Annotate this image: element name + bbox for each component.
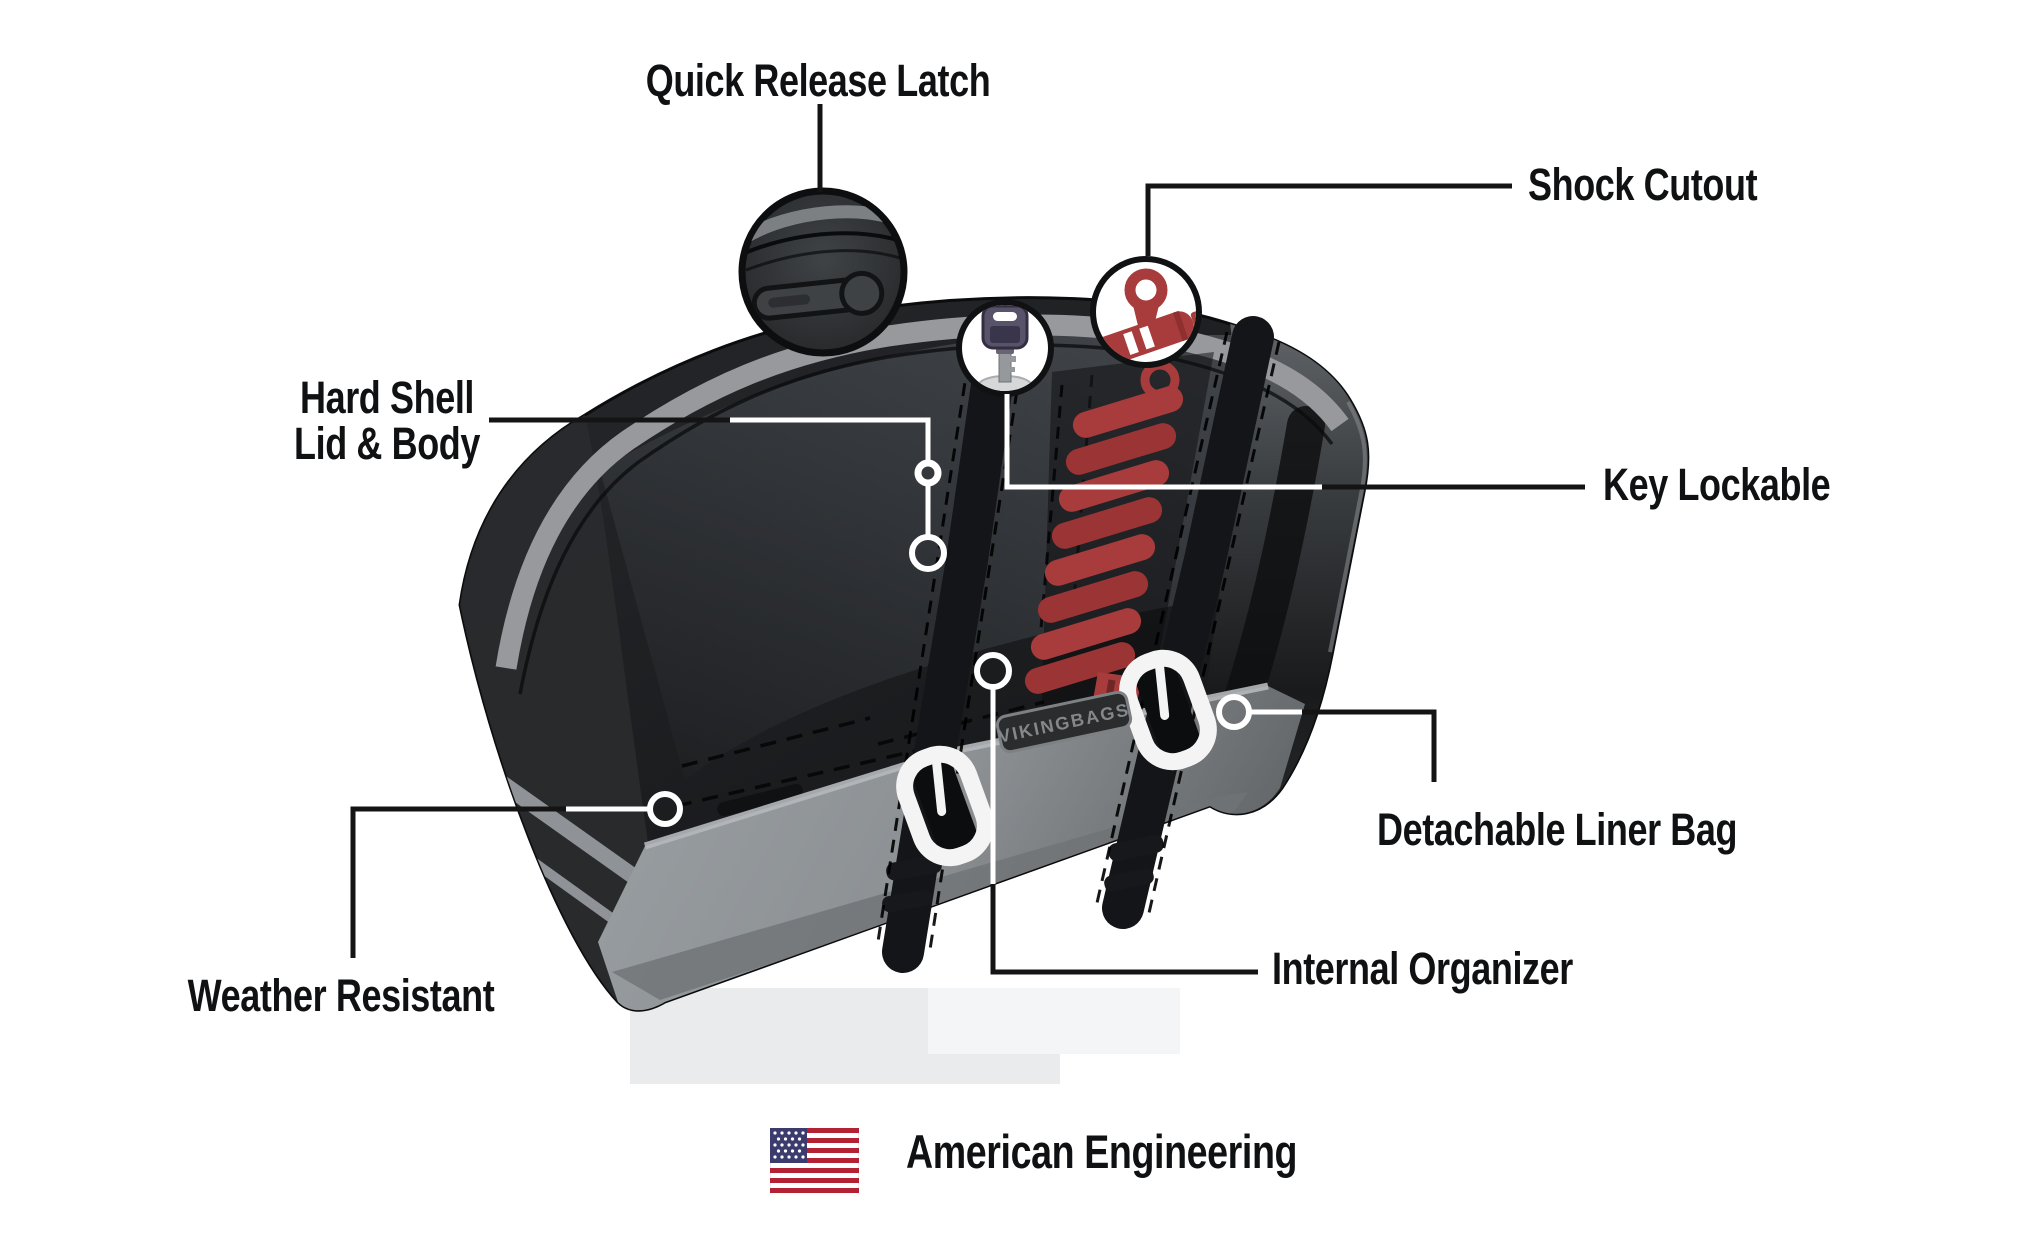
weather-resistant-ring <box>647 791 683 827</box>
hard-shell-body-ring <box>909 534 947 572</box>
key-icon <box>956 299 1054 397</box>
right-edge-highlight <box>1328 401 1367 653</box>
shock-cutout-line <box>1145 183 1512 256</box>
label-quick-release-latch: Quick Release Latch <box>645 55 991 107</box>
label-key-lockable: Key Lockable <box>1603 459 1831 511</box>
label-hard-shell-line2: Lid & Body <box>294 418 480 469</box>
us-flag-icon <box>769 1127 860 1194</box>
hard-shell-lid-ring <box>914 459 942 487</box>
callout-lines-black <box>350 104 1585 975</box>
label-hard-shell-lid-body: Hard Shell Lid & Body <box>294 375 480 467</box>
hard-shell-line-on-bag <box>730 417 931 461</box>
buckle <box>1119 649 1217 771</box>
label-internal-organizer: Internal Organizer <box>1272 943 1573 995</box>
lid-seam-line <box>518 343 1334 695</box>
callout-rings <box>647 459 1252 827</box>
internal-organizer-line <box>990 884 1258 975</box>
quick-release-latch-zoom-icon <box>738 187 908 357</box>
label-weather-resistant: Weather Resistant <box>187 970 495 1022</box>
label-detachable-liner-bag: Detachable Liner Bag <box>1377 804 1738 856</box>
shock-absorber-icon <box>1090 256 1202 368</box>
key-lockable-line-on-bag <box>1004 394 1322 490</box>
detachable-liner-line <box>1302 709 1437 782</box>
left-panel-stripe <box>484 768 658 896</box>
label-american-engineering: American Engineering <box>906 1125 1298 1179</box>
buckle <box>896 745 994 867</box>
label-shock-cutout: Shock Cutout <box>1528 159 1758 211</box>
callout-lines-white <box>566 394 1322 884</box>
internal-organizer-ring <box>974 652 1012 690</box>
detachable-liner-ring <box>1216 694 1252 730</box>
label-hard-shell-line1: Hard Shell <box>299 372 475 424</box>
cutout-stitching <box>1038 384 1064 641</box>
weather-resistant-line <box>350 806 566 958</box>
floor-shadow <box>630 988 1180 1084</box>
